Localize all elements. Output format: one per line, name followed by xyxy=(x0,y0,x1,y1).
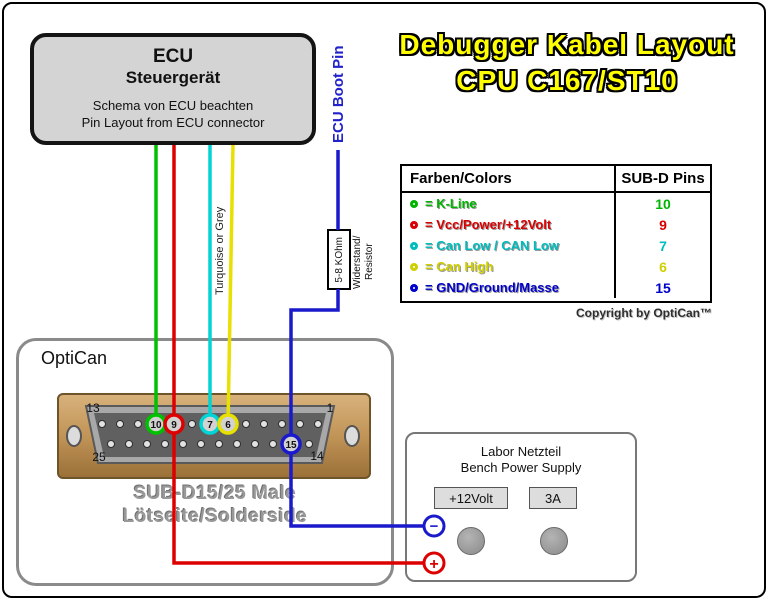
ecu-box: ECU Steuergerät Schema von ECU beachten … xyxy=(30,33,316,145)
legend-header-pins: SUB-D Pins xyxy=(614,166,710,191)
ecu-note-en: Pin Layout from ECU connector xyxy=(81,115,265,130)
resistor-name-label: Widerstand/ Resistor xyxy=(352,224,378,300)
resistor-box: 5-8 KOhm xyxy=(327,229,351,290)
connector-caption-line2: Lötseite/Solderside xyxy=(122,506,308,527)
power-supply-title: Labor Netzteil Bench Power Supply xyxy=(407,444,635,476)
current-display: 3A xyxy=(529,487,577,509)
copyright-text: Copyright by OptiCan™ xyxy=(576,306,712,320)
resistor-name-line1: Widerstand/ xyxy=(352,235,363,289)
canhigh-color-dot xyxy=(410,262,418,271)
connector-caption-line1: SUB-D15/25 Male xyxy=(133,483,297,504)
legend-row-vcc: = Vcc/Power/+12Volt 9 xyxy=(402,214,710,235)
legend-header-row: Farben/Colors SUB-D Pins xyxy=(402,166,710,193)
legend-table: Farben/Colors SUB-D Pins = K-Line 10 = V… xyxy=(400,164,712,303)
optican-box: OptiCan SUB-D15/25 Male Lötseite/Solders… xyxy=(16,338,394,586)
ecu-note-de: Schema von ECU beachten xyxy=(92,98,254,113)
kline-label: = K-Line xyxy=(425,196,477,211)
current-knob-icon xyxy=(540,527,568,555)
legend-row-canhigh: = Can High 6 xyxy=(402,256,710,277)
vcc-label: = Vcc/Power/+12Volt xyxy=(425,217,552,232)
page-title-line1: Debugger Kabel Layout xyxy=(399,29,735,60)
legend-row-gnd: = GND/Ground/Masse 15 xyxy=(402,277,710,298)
power-supply-title-de: Labor Netzteil xyxy=(480,444,562,459)
ecu-subtitle: Steuergerät xyxy=(125,68,221,87)
voltage-display: +12Volt xyxy=(434,487,508,509)
power-supply-title-en: Bench Power Supply xyxy=(460,460,582,475)
resistor-name-line2: Resistor xyxy=(364,243,375,281)
vcc-color-dot xyxy=(410,220,418,229)
ecu-boot-pin-label: ECU Boot Pin xyxy=(330,45,347,143)
ecu-title: ECU xyxy=(152,46,194,67)
canhigh-pin: 6 xyxy=(659,258,667,275)
legend-row-canlow: = Can Low / CAN Low 7 xyxy=(402,235,710,256)
gnd-color-dot xyxy=(410,283,418,292)
power-supply-box: Labor Netzteil Bench Power Supply +12Vol… xyxy=(405,432,637,582)
voltage-knob-icon xyxy=(457,527,485,555)
resistor-value-label: 5-8 KOhm xyxy=(333,236,345,283)
connector-caption: SUB-D15/25 Male Lötseite/Solderside xyxy=(59,482,371,528)
legend-header-colors: Farben/Colors xyxy=(410,170,512,187)
gnd-label: = GND/Ground/Masse xyxy=(425,280,559,295)
optican-label: OptiCan xyxy=(41,348,108,368)
canlow-label: = Can Low / CAN Low xyxy=(425,238,559,253)
legend-row-kline: = K-Line 10 xyxy=(402,193,710,214)
turquoise-note-label: Turquoise or Grey xyxy=(214,206,226,296)
canhigh-label: = Can High xyxy=(425,259,494,274)
page-title-line2: CPU C167/ST10 xyxy=(456,65,678,96)
kline-pin: 10 xyxy=(655,195,671,212)
vcc-pin: 9 xyxy=(659,216,667,233)
gnd-pin: 15 xyxy=(655,279,671,296)
page-title: Debugger Kabel Layout CPU C167/ST10 xyxy=(378,27,756,99)
canlow-color-dot xyxy=(410,241,418,250)
canlow-pin: 7 xyxy=(659,237,667,254)
kline-color-dot xyxy=(410,199,418,208)
